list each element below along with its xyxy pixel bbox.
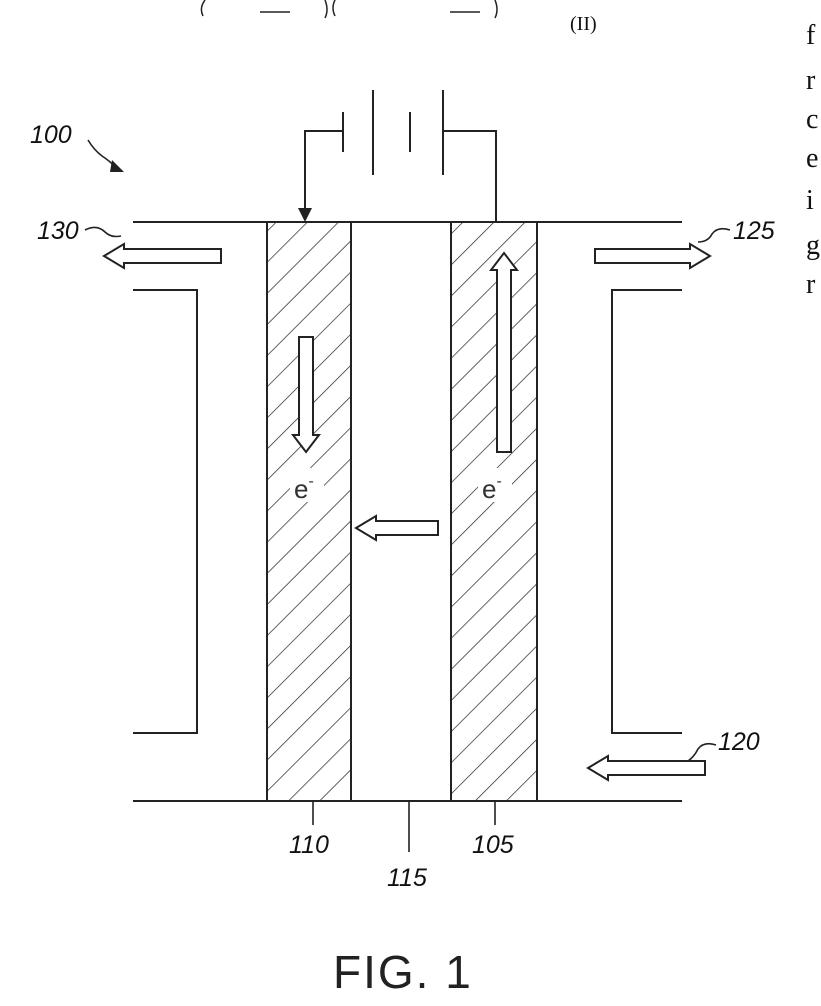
side-text-char: f [806, 20, 816, 51]
label-membrane: 115 [387, 864, 427, 892]
side-text-char: r [806, 269, 816, 300]
leader-lines [85, 140, 730, 852]
label-cathode-outlet: 125 [733, 217, 775, 245]
anode-outlet-arrow [104, 244, 221, 268]
figure-caption: FIG. 1 [333, 946, 473, 998]
ion-transport-arrow [356, 516, 438, 540]
cathode-outlet-arrow [595, 244, 710, 268]
side-text-column: f r c e i g r [806, 20, 820, 300]
cathode-electrode [451, 222, 537, 801]
side-text-char: r [806, 65, 816, 96]
label-cathode-inlet: 120 [718, 728, 760, 756]
label-system: 100 [30, 121, 72, 149]
label-anode-outlet: 130 [37, 217, 79, 245]
cathode-inlet-arrow [588, 756, 705, 780]
cathode-housing [612, 290, 682, 733]
wire-arrowhead [298, 208, 312, 222]
label-cathode-electrode: 105 [472, 831, 514, 859]
anode-electrode [267, 222, 351, 801]
equation-label: (II) [570, 13, 597, 35]
side-text-char: i [806, 185, 814, 216]
side-text-char: c [806, 104, 818, 135]
side-text-char: g [806, 230, 820, 261]
power-source [305, 90, 496, 222]
side-text-char: e [806, 143, 818, 174]
label-anode-electrode: 110 [289, 831, 329, 859]
anode-housing [133, 290, 197, 733]
equation-fragment [201, 0, 497, 18]
system-leader-arrowhead [110, 160, 124, 172]
